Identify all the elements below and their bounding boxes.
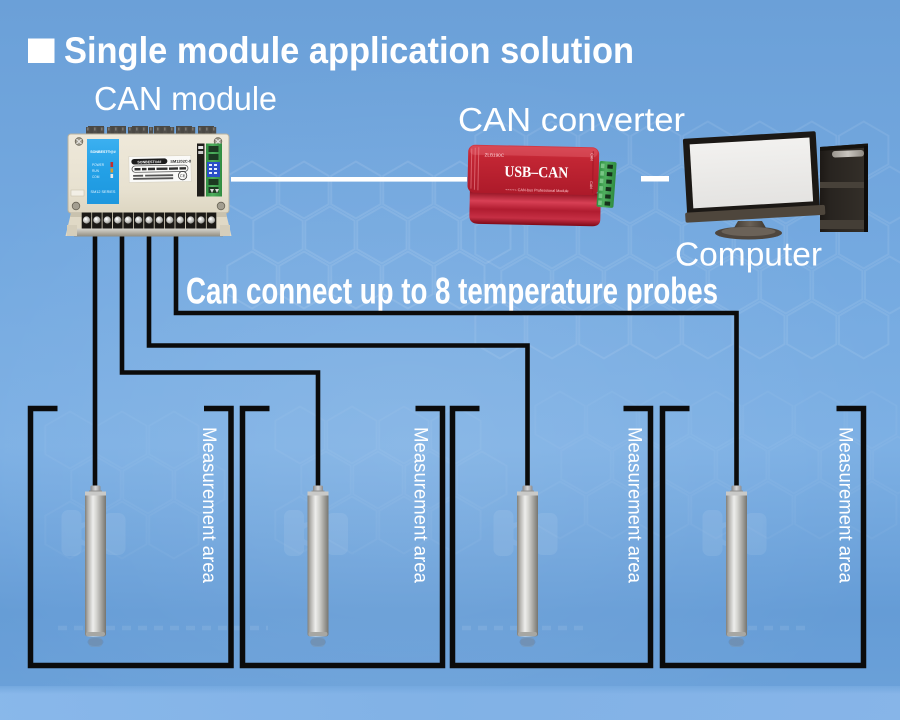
svg-text:CE: CE	[180, 173, 186, 178]
svg-text:SONBEST®@#: SONBEST®@#	[90, 150, 116, 154]
svg-text:USB–CAN: USB–CAN	[504, 163, 568, 181]
svg-text:SONBEST®##: SONBEST®##	[137, 160, 161, 164]
svg-text:ZLB190C: ZLB190C	[485, 152, 505, 157]
svg-text:⌁⌁⌁⌁⌁ CAN-bus Professional Mod: ⌁⌁⌁⌁⌁ CAN-bus Professional Module	[505, 188, 568, 193]
svg-text:SM12 SERIES: SM12 SERIES	[91, 190, 116, 194]
svg-text:CAN: CAN	[589, 181, 593, 189]
svg-text:CAN module: CAN module	[94, 80, 277, 117]
svg-text:Measurement area: Measurement area	[410, 427, 432, 583]
svg-text:Can connect up to 8 temperatur: Can connect up to 8 temperature probes	[186, 271, 718, 312]
svg-text:RUN: RUN	[92, 169, 100, 173]
svg-text:CAN: CAN	[590, 153, 594, 161]
svg-text:Measurement area: Measurement area	[198, 427, 220, 583]
svg-text:SM1202C-8: SM1202C-8	[170, 158, 192, 163]
svg-text:Measurement area: Measurement area	[624, 427, 646, 583]
svg-text:Measurement area: Measurement area	[835, 427, 857, 583]
svg-text:Computer: Computer	[675, 236, 822, 273]
svg-text:CAN converter: CAN converter	[458, 101, 685, 138]
svg-text:Single module application solu: Single module application solution	[64, 30, 634, 71]
svg-text:COM: COM	[92, 175, 100, 179]
svg-text:POWER: POWER	[92, 163, 105, 167]
